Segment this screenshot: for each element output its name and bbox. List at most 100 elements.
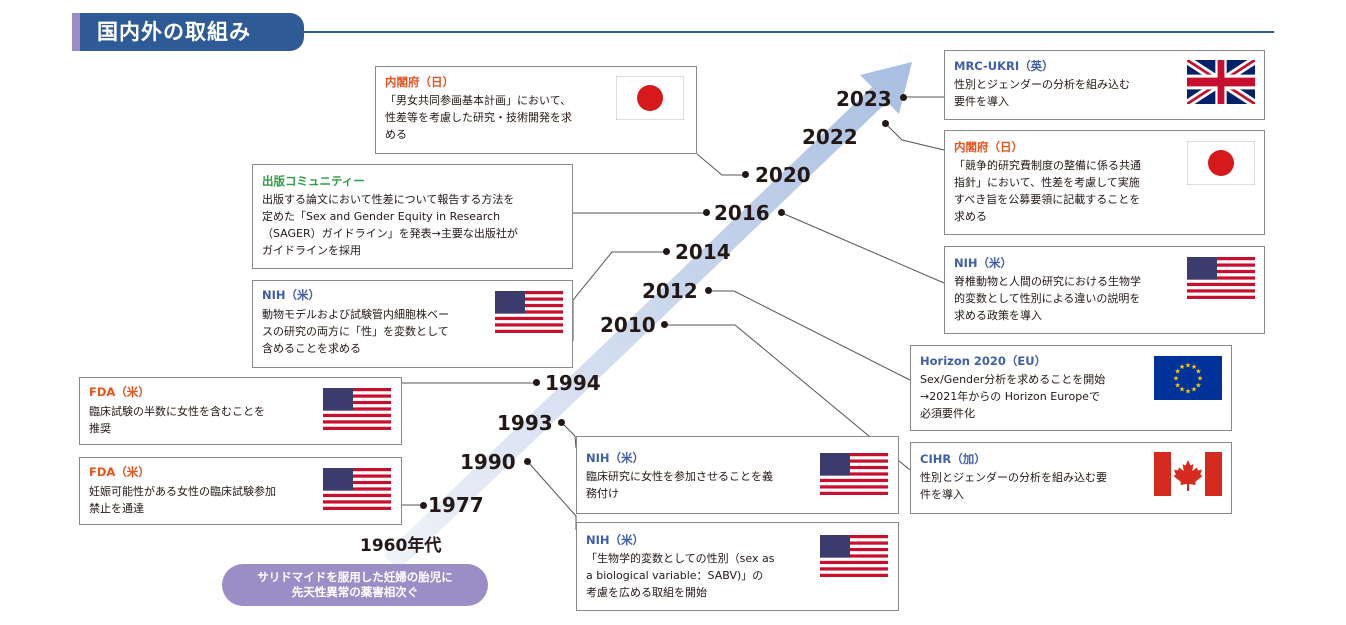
event-desc-line: 性別とジェンダーの分析を組み込む要 — [920, 471, 1107, 484]
event-desc-line: 「男女共同参画基本計画」において、 — [385, 94, 572, 107]
event-card-fda-1977: FDA（米） 妊娠可能性がある女性の臨床試験参加 禁止を通達 — [79, 457, 402, 525]
dot-2016-right — [778, 209, 785, 216]
dot-1993 — [558, 419, 565, 426]
year-2010: 2010 — [600, 313, 656, 337]
event-card-nih-1990: NIH（米） 「生物学的変数としての性別（sex as a biological… — [576, 522, 899, 611]
org-label: Horizon 2020（EU） — [920, 354, 1047, 368]
dot-2012 — [705, 287, 712, 294]
event-desc-line: 要件を導入 — [954, 95, 1009, 108]
org-label: MRC-UKRI（英） — [954, 59, 1054, 73]
dot-2022 — [882, 120, 889, 127]
header-banner — [72, 13, 304, 51]
thalidomide-line2: 先天性異常の薬害相次ぐ — [291, 585, 419, 599]
canada-flag-icon — [1154, 452, 1222, 496]
event-card-fda-1994: FDA（米） 臨床試験の半数に女性を含むことを 推奨 — [79, 377, 402, 445]
thalidomide-line1: サリドマイドを服用した妊婦の胎児に — [257, 570, 453, 584]
event-desc-line: →2021年からの Horizon Europeで — [920, 390, 1100, 403]
svg-text:★: ★ — [1195, 367, 1201, 375]
event-desc-line: スの研究の両方に「性」を変数として — [262, 325, 449, 338]
event-desc-line: a biological variable：SABV)」の — [586, 569, 764, 582]
event-desc-line: Sex/Gender分析を求めることを開始 — [920, 373, 1106, 386]
event-desc-line: 臨床試験の半数に女性を含むことを — [89, 405, 265, 418]
page-title: 国内外の取組み — [97, 20, 251, 44]
japan-flag-icon — [1187, 141, 1255, 185]
svg-text:★: ★ — [1174, 381, 1180, 389]
event-card-cihr-2010: CIHR（加） 性別とジェンダーの分析を組み込む要 件を導入 — [910, 442, 1232, 514]
event-desc-line: 妊娠可能性がある女性の臨床試験参加 — [89, 485, 276, 498]
event-desc-line: める — [385, 128, 407, 141]
event-card-nih-2014: NIH（米） 動物モデルおよび試験管内細胞株ベー スの研究の両方に「性」を変数と… — [252, 280, 573, 368]
svg-text:★: ★ — [1191, 386, 1197, 394]
dot-1990 — [524, 458, 531, 465]
year-1990: 1990 — [460, 450, 516, 474]
event-desc-line: 定めた「Sex and Gender Equity in Research — [262, 210, 501, 223]
event-desc-line: 推奨 — [89, 422, 111, 435]
us-flag-icon — [323, 388, 391, 430]
event-desc-line: 務付け — [586, 487, 619, 500]
event-card-horizon-2012: Horizon 2020（EU） Sex/Gender分析を求めることを開始 →… — [910, 345, 1232, 431]
header-accent-bar — [72, 13, 80, 51]
event-desc-line: ガイドラインを採用 — [262, 244, 361, 257]
dot-2010 — [661, 321, 668, 328]
dot-1994 — [533, 379, 540, 386]
event-desc-line: 臨床研究に女性を参加させることを義 — [586, 470, 773, 483]
org-label: NIH（米） — [586, 451, 645, 465]
dot-2020 — [742, 171, 749, 178]
header-rule — [304, 31, 1274, 33]
event-card-cao-2022: 内閣府（日） 「競争的研究費制度の整備に係る共通 指針」において、性差を考慮して… — [944, 130, 1265, 235]
event-desc-line: 求める政策を導入 — [954, 309, 1042, 322]
event-desc-line: 性差等を考慮した研究・技術開発を求 — [385, 111, 572, 124]
year-2014: 2014 — [675, 240, 731, 264]
event-desc-line: 動物モデルおよび試験管内細胞株ベー — [262, 308, 449, 321]
year-1977: 1977 — [428, 493, 484, 517]
year-2016: 2016 — [714, 201, 770, 225]
svg-text:★: ★ — [1191, 363, 1197, 371]
svg-text:★: ★ — [1197, 375, 1203, 383]
org-label: 内閣府（日） — [954, 140, 1023, 154]
year-1994: 1994 — [545, 371, 601, 395]
dot-2016-left — [703, 209, 710, 216]
dot-1977 — [420, 502, 427, 509]
us-flag-icon — [495, 291, 563, 333]
event-desc-line: （SAGER）ガイドライン」を発表→主要な出版社が — [262, 227, 518, 240]
year-2012: 2012 — [642, 279, 698, 303]
year-2020: 2020 — [755, 163, 811, 187]
year-1993: 1993 — [497, 411, 553, 435]
svg-text:★: ★ — [1185, 388, 1191, 396]
event-card-ukri-2023: MRC-UKRI（英） 性別とジェンダーの分析を組み込む 要件を導入 — [944, 50, 1265, 120]
japan-flag-icon — [616, 76, 684, 120]
event-desc-line: 脊椎動物と人間の研究における生物学 — [954, 275, 1141, 288]
event-desc-line: 必須要件化 — [920, 407, 975, 420]
event-desc-line: すべき旨を公募要領に記載することを — [954, 193, 1141, 206]
event-card-nih-1993: NIH（米） 臨床研究に女性を参加させることを義 務付け — [576, 436, 899, 514]
org-label: 出版コミュニティー — [262, 174, 365, 188]
svg-text:★: ★ — [1173, 375, 1179, 383]
svg-text:★: ★ — [1179, 363, 1185, 371]
event-desc-line: 禁止を通達 — [89, 502, 144, 515]
year-2022: 2022 — [802, 125, 858, 149]
event-card-nih-2016: NIH（米） 脊椎動物と人間の研究における生物学 的変数として性別による違いの説… — [944, 246, 1265, 334]
timeline-arrow-shape — [384, 62, 912, 570]
svg-text:★: ★ — [1179, 386, 1185, 394]
us-flag-icon — [323, 468, 391, 510]
svg-text:★: ★ — [1174, 367, 1180, 375]
eu-flag-icon: ★★★ ★★★ ★★★ ★★★ — [1154, 356, 1222, 400]
org-label: FDA（米） — [89, 385, 150, 399]
svg-text:★: ★ — [1185, 362, 1191, 370]
org-label: NIH（米） — [586, 533, 645, 547]
svg-text:★: ★ — [1195, 381, 1201, 389]
event-desc-line: 考慮を広める取組を開始 — [586, 586, 707, 599]
us-flag-icon — [1187, 257, 1255, 299]
year-2023: 2023 — [836, 87, 892, 111]
org-label: 内閣府（日） — [385, 75, 454, 89]
year-1960s: 1960年代 — [360, 536, 442, 556]
event-card-publishing-2016: 出版コミュニティー 出版する論文において性差について報告する方法を 定めた「Se… — [252, 164, 573, 269]
event-desc-line: 性別とジェンダーの分析を組み込む — [954, 78, 1130, 91]
event-desc-line: 「競争的研究費制度の整備に係る共通 — [954, 159, 1141, 172]
thalidomide-callout: サリドマイドを服用した妊婦の胎児に 先天性異常の薬害相次ぐ — [222, 564, 488, 606]
event-desc-line: 的変数として性別による違いの説明を — [954, 292, 1141, 305]
event-desc-line: 「生物学的変数としての性別（sex as — [586, 552, 775, 565]
event-desc-line: 求める — [954, 210, 987, 223]
